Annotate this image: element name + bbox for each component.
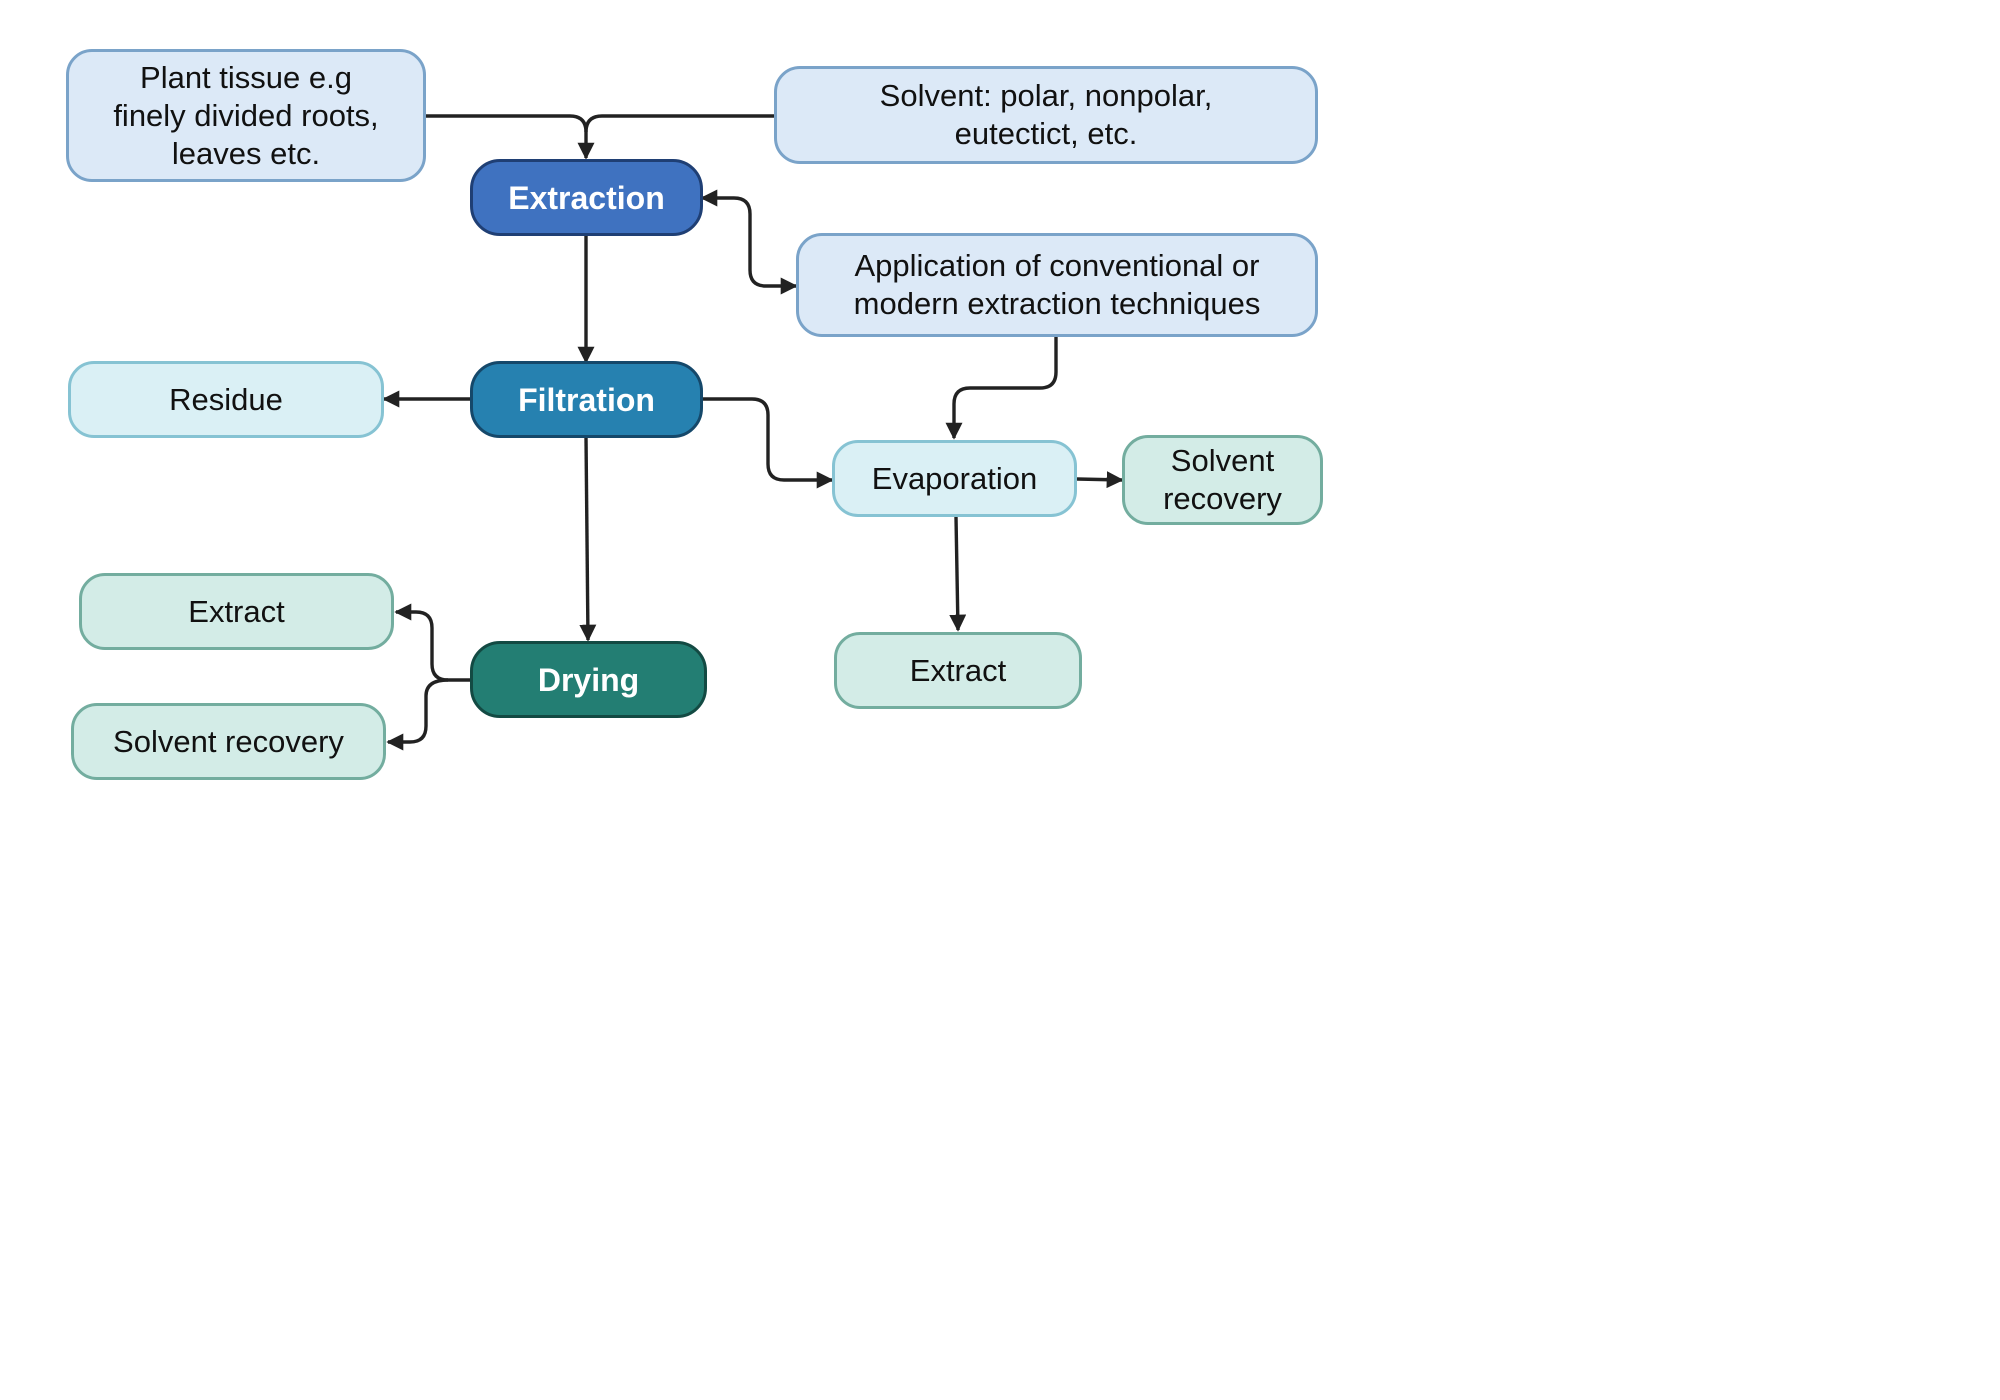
evaporation-to-extract-connector <box>949 516 967 632</box>
drying-to-solvent-recovery-connector <box>386 678 449 751</box>
filtration-node: Filtration <box>470 361 703 438</box>
extract-left-node: Extract <box>79 573 394 650</box>
filtration-to-drying-connector <box>579 436 597 642</box>
extract-right-node: Extract <box>834 632 1082 709</box>
plant-tissue-node: Plant tissue e.g finely divided roots, l… <box>66 49 426 182</box>
evaporation-to-solvent-recovery-connector <box>1076 471 1124 489</box>
drying-node: Drying <box>470 641 707 718</box>
solvent-recovery-right-node: Solvent recovery <box>1122 435 1323 525</box>
application-to-evaporation-connector <box>945 337 1058 440</box>
plant-tissue-to-extraction-connector <box>426 114 595 160</box>
filtration-to-evaporation-connector <box>702 397 834 489</box>
evaporation-node: Evaporation <box>832 440 1077 517</box>
extraction-to-application-connector <box>700 189 798 295</box>
solvent-to-extraction-connector <box>584 114 774 133</box>
extraction-node: Extraction <box>470 159 703 236</box>
residue-node: Residue <box>68 361 384 438</box>
solvent-recovery-left-node: Solvent recovery <box>71 703 386 780</box>
solvent-node: Solvent: polar, nonpolar, eutectict, etc… <box>774 66 1318 164</box>
application-node: Application of conventional or modern ex… <box>796 233 1318 337</box>
drying-to-extract-connector <box>394 603 470 682</box>
